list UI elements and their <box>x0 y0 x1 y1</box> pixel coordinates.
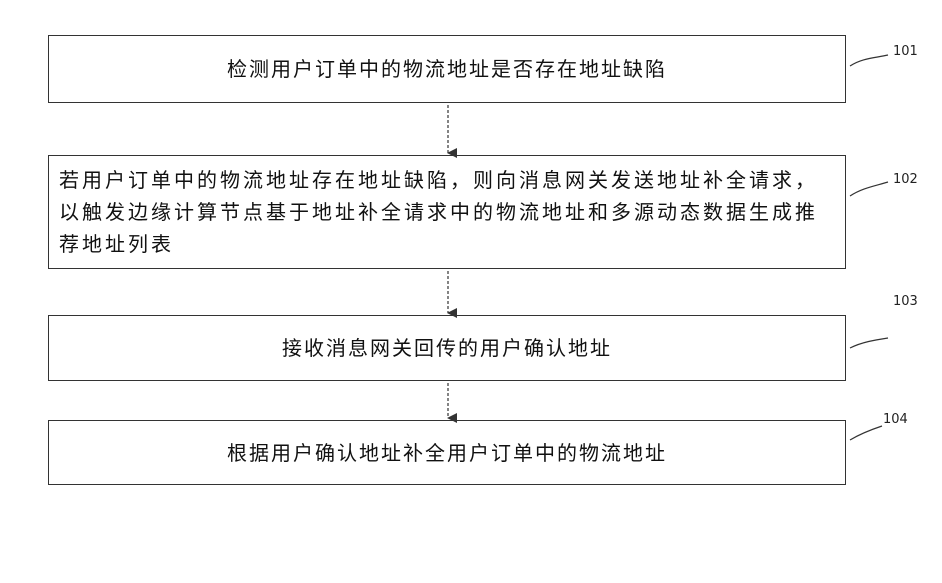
leader-line-104 <box>850 426 882 440</box>
leader-line-102 <box>850 182 888 196</box>
leader-line-103 <box>850 338 888 348</box>
leader-line-101 <box>850 55 888 66</box>
